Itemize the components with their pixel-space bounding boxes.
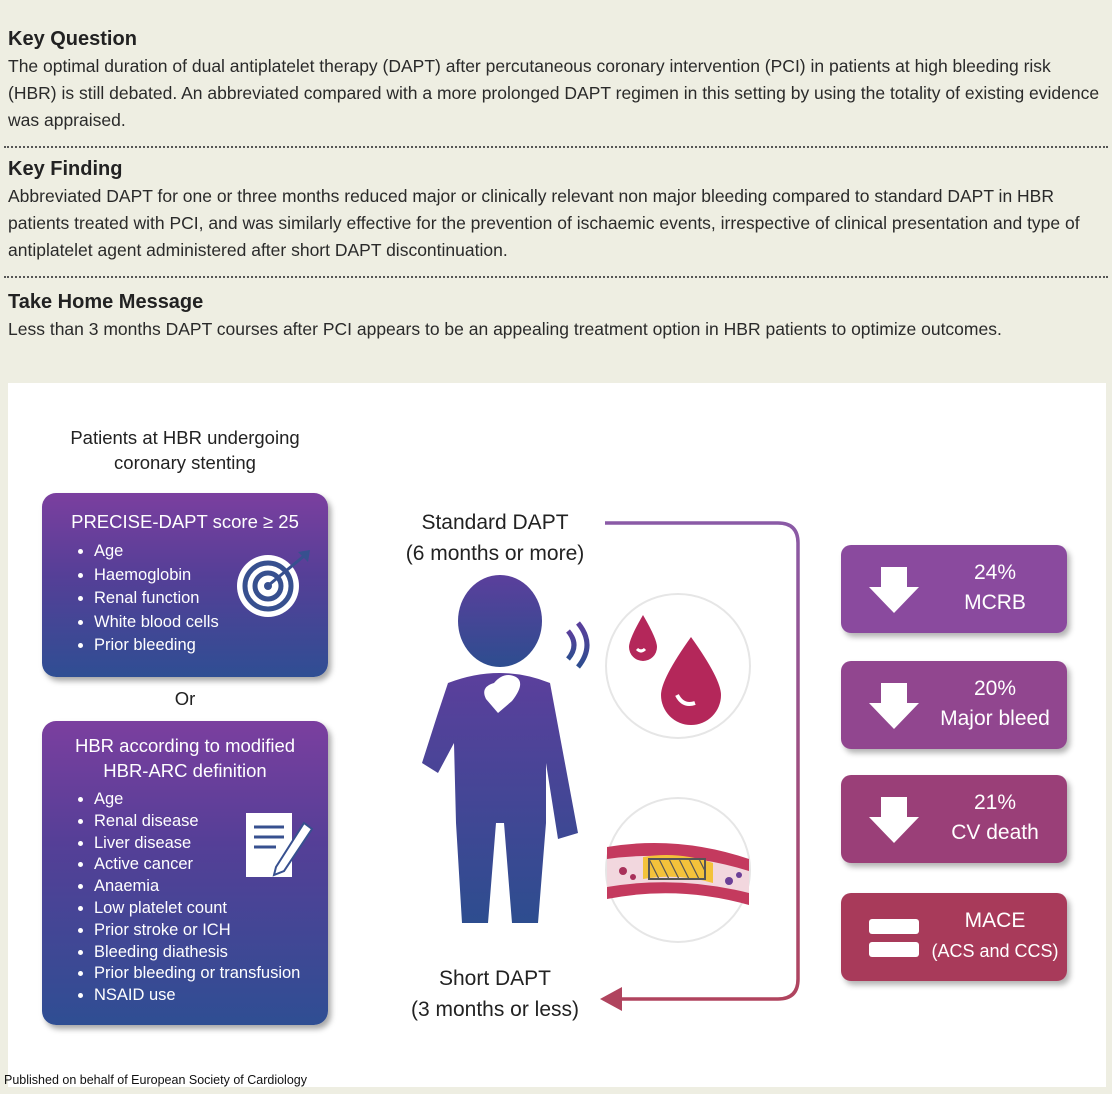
down-arrow-icon [869, 797, 919, 843]
key-question: Key Question The optimal duration of dua… [8, 27, 1104, 134]
down-arrow-icon [869, 683, 919, 729]
hbr-arc-box: HBR according to modified HBR-ARC defini… [42, 721, 328, 1025]
outcome-box-mace: MACE (ACS and CCS) [841, 893, 1067, 981]
outcome-box-mcrb: 24% MCRB [841, 545, 1067, 633]
list-item: Prior stroke or ICH [94, 920, 328, 942]
list-item: Active cancer [94, 854, 328, 876]
outcome-box-cv-death: 21% CV death [841, 775, 1067, 863]
dapt-flow-arrow [600, 521, 800, 1011]
document-icon [246, 813, 314, 877]
outcome-box-major-bleed: 20% Major bleed [841, 661, 1067, 749]
list-item: Prior bleeding or transfusion [94, 963, 328, 985]
precise-dapt-box: PRECISE-DAPT score ≥ 25 AgeHaemoglobinRe… [42, 493, 328, 677]
target-icon [237, 550, 310, 617]
outcome-label: CV death [951, 821, 1039, 844]
list-item: Renal disease [94, 811, 328, 833]
list-item: Anaemia [94, 876, 328, 898]
left-heading: Patients at HBR undergoing coronary sten… [70, 427, 300, 473]
short-dapt-label: Short DAPT (3 months or less) [410, 967, 580, 1021]
take-home: Take Home Message Less than 3 months DAP… [8, 290, 1104, 343]
hbr-arc-list: AgeRenal diseaseLiver diseaseActive canc… [42, 789, 328, 1007]
graphical-abstract: Patients at HBR undergoing coronary sten… [8, 383, 1106, 1087]
blood-drops-icon [605, 593, 751, 739]
key-finding-text: Abbreviated DAPT for one or three months… [8, 186, 1080, 260]
list-item: Liver disease [94, 833, 328, 855]
patient-chest-pain-icon [422, 575, 590, 923]
precise-dapt-list: AgeHaemoglobinRenal functionWhite blood … [42, 540, 328, 658]
divider [4, 276, 1108, 278]
outcome-value: MACE [964, 909, 1026, 932]
list-item: Prior bleeding [94, 634, 328, 658]
list-item: White blood cells [94, 611, 328, 635]
list-item: Bleeding diathesis [94, 942, 328, 964]
key-question-text: The optimal duration of dual antiplatele… [8, 56, 1100, 130]
key-finding-title: Key Finding [8, 158, 123, 180]
key-finding: Key Finding Abbreviated DAPT for one or … [8, 157, 1104, 264]
take-home-title: Take Home Message [8, 291, 204, 313]
list-item: NSAID use [94, 985, 328, 1007]
or-label: Or [174, 688, 196, 709]
outcome-value: 20% [973, 677, 1017, 700]
list-item: Age [94, 789, 328, 811]
outcome-label: MCRB [964, 591, 1026, 614]
list-item: Haemoglobin [94, 564, 328, 588]
list-item: Low platelet count [94, 898, 328, 920]
divider [4, 146, 1108, 148]
precise-dapt-title: PRECISE-DAPT score ≥ 25 [71, 511, 299, 532]
outcome-label: (ACS and CCS) [931, 941, 1059, 961]
outcome-value: 21% [973, 791, 1017, 814]
down-arrow-icon [869, 567, 919, 613]
standard-dapt-label: Standard DAPT (6 months or more) [405, 511, 585, 565]
take-home-text: Less than 3 months DAPT courses after PC… [8, 319, 1002, 339]
footer-credit: Published on behalf of European Society … [4, 1073, 307, 1087]
summary-section: Key Question The optimal duration of dua… [0, 0, 1112, 380]
equal-icon [869, 919, 919, 957]
stented-artery-icon [605, 797, 751, 943]
hbr-arc-title: HBR according to modified HBR-ARC defini… [74, 735, 296, 781]
list-item: Age [94, 540, 328, 564]
list-item: Renal function [94, 587, 328, 611]
outcome-label: Major bleed [940, 707, 1050, 730]
outcome-value: 24% [973, 561, 1017, 584]
key-question-title: Key Question [8, 28, 137, 50]
